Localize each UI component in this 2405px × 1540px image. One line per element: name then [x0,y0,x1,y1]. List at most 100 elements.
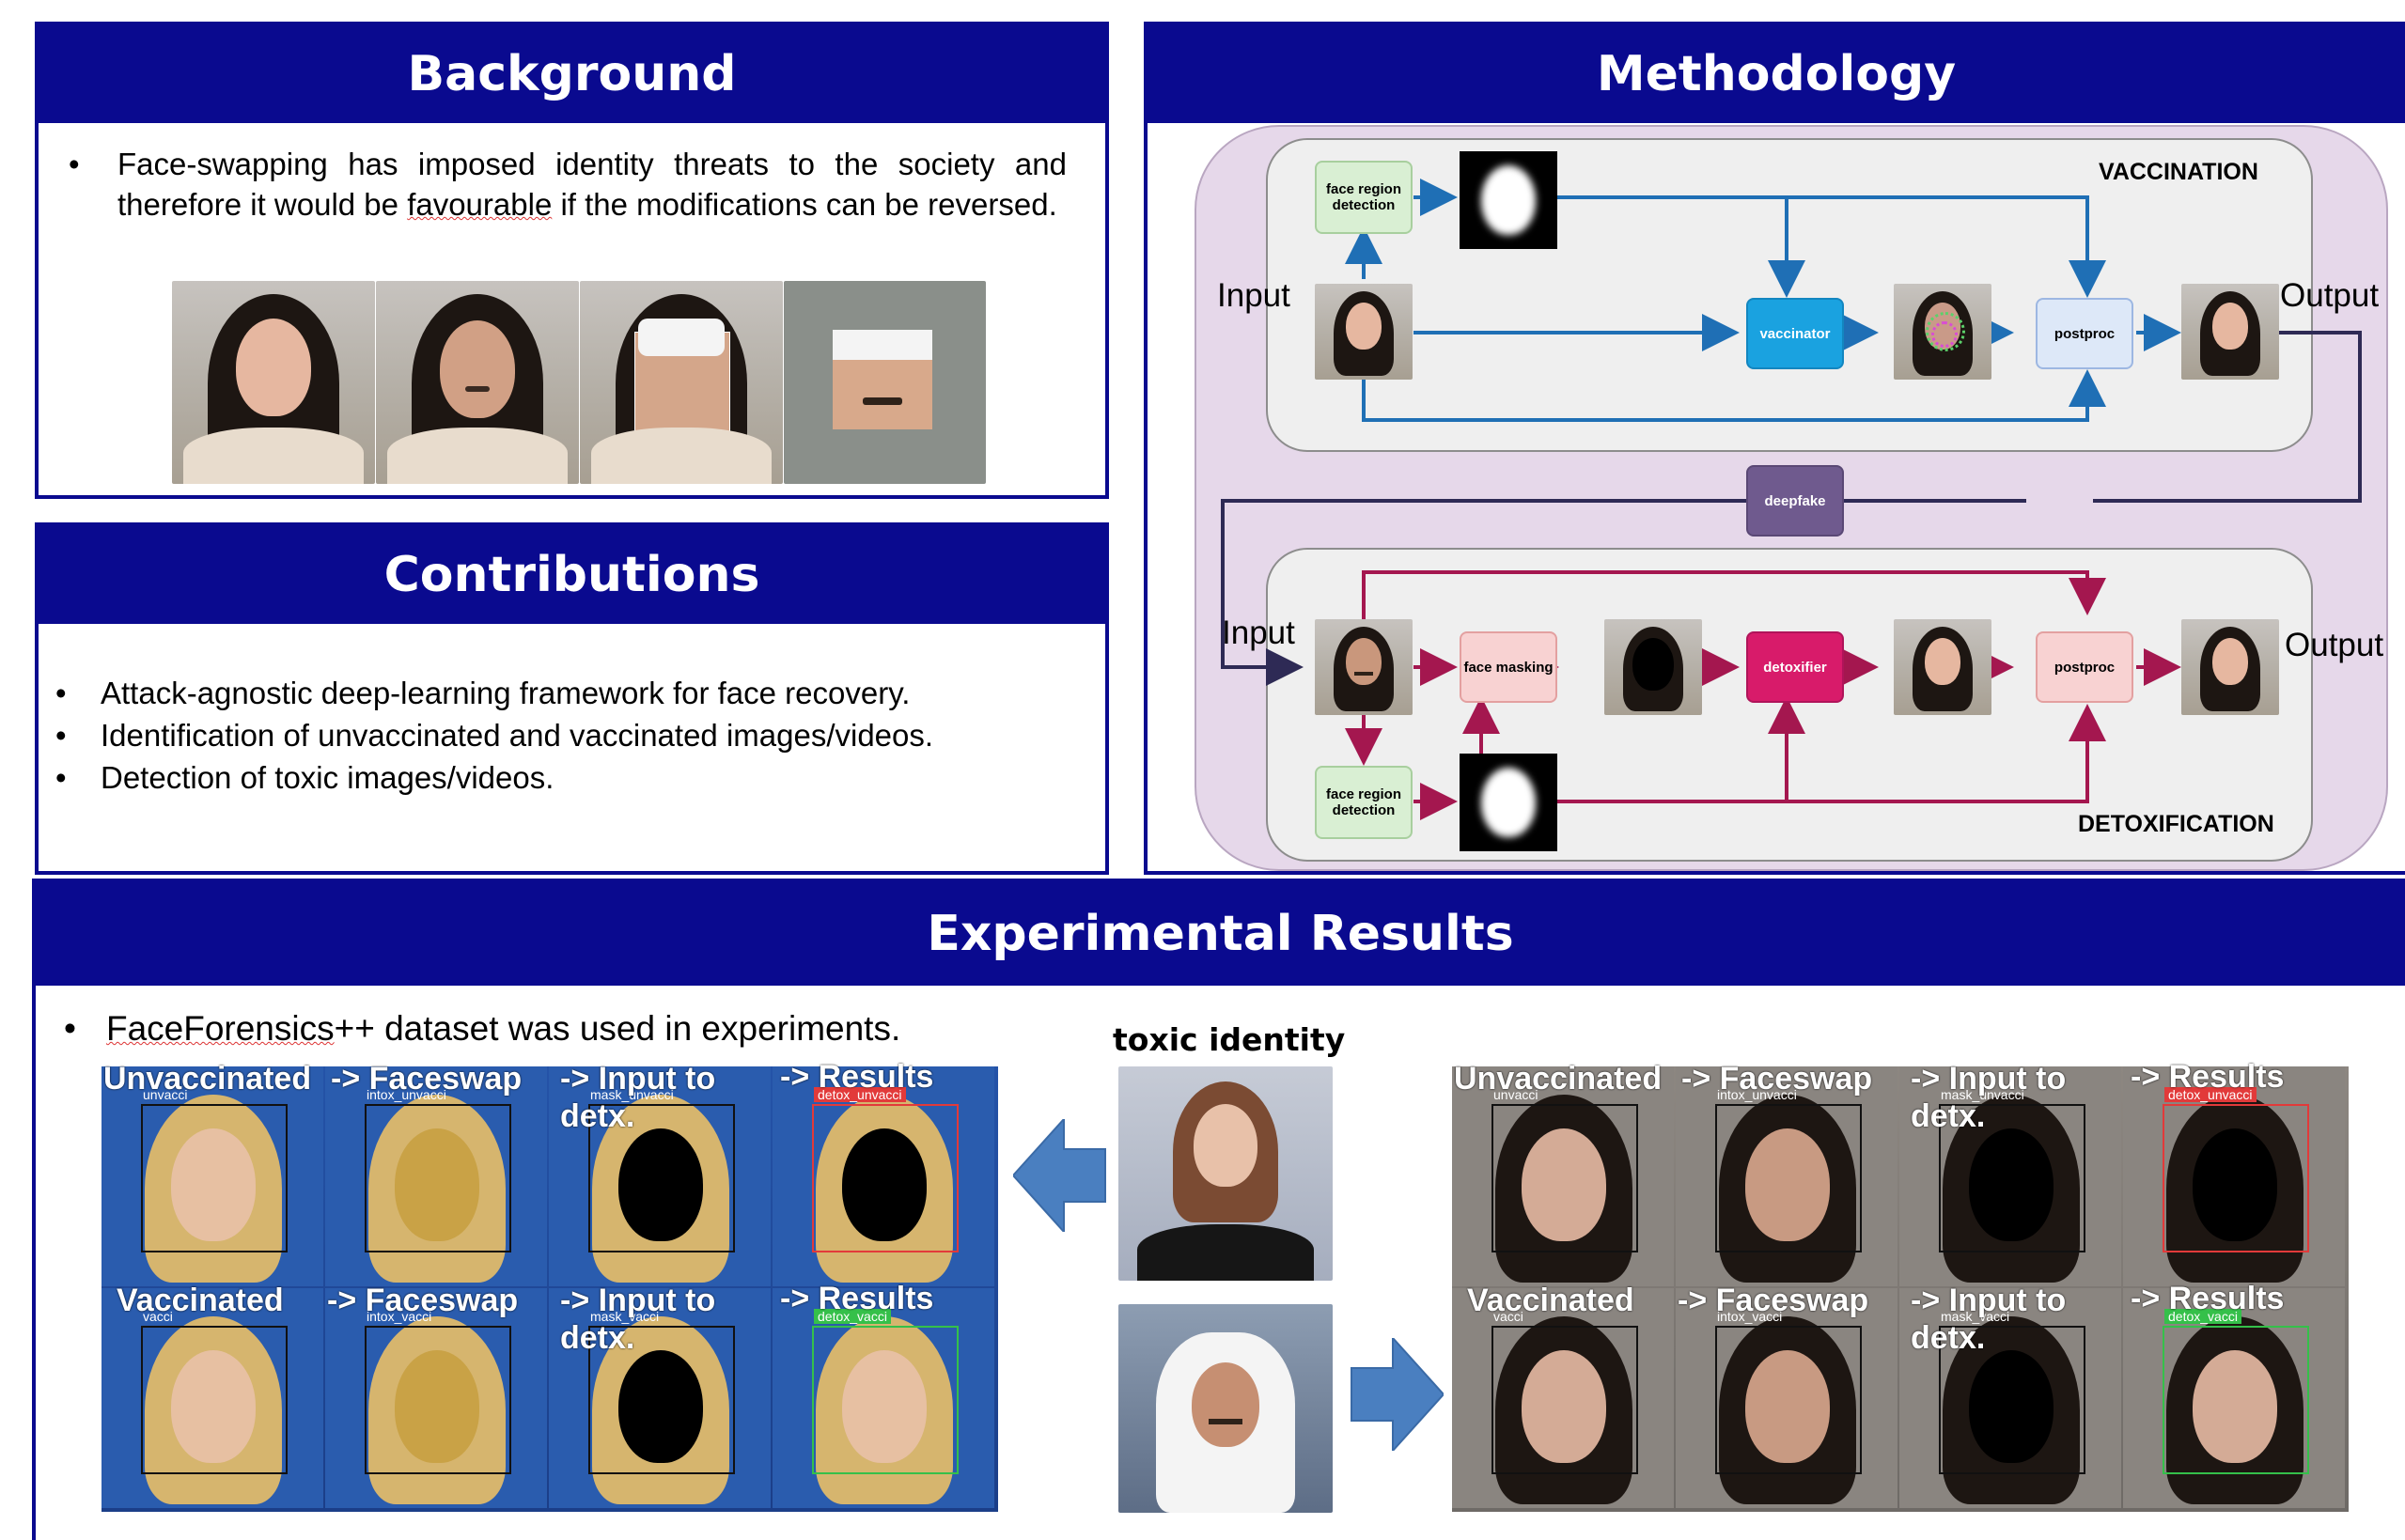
vaccinated-label: Vaccinated [1467,1283,1634,1318]
detection-bbox [812,1326,959,1474]
tile-small-label: mask_vacci [590,1309,660,1324]
faceswap-label: -> Faceswap [1678,1283,1869,1318]
vaccination-output-face [2181,284,2279,380]
vaccinated-label: Vaccinated [117,1283,284,1318]
vaccination-mask-image [1460,151,1557,249]
result-tile: intox_unvacci [1676,1066,1897,1286]
detection-bbox [588,1326,735,1474]
tile-small-label: mask_unvacci [1941,1087,2024,1102]
face-region-detection-node: face region detection [1315,161,1413,234]
faceswap-label: -> Faceswap [327,1283,519,1318]
methodology-panel: Methodology [1144,22,2405,875]
detox-output-face [2181,619,2279,715]
vaccination-postproc-node: postproc [2036,298,2133,369]
result-tile: mask_vacci [1899,1288,2121,1508]
tile-small-label: unvacci [143,1087,188,1102]
background-bullets: Face-swapping has imposed identity threa… [39,144,1091,225]
background-title: Background [39,25,1105,123]
result-tile: intox_unvacci [325,1066,547,1286]
detection-bbox [1715,1104,1862,1252]
contribution-item: Detection of toxic images/videos. [39,756,933,799]
result-tile: intox_vacci [1676,1288,1897,1508]
vaccination-input-face [1315,284,1413,380]
result-tile: mask_unvacci [549,1066,771,1286]
result-tile: detox_unvacci [773,1066,994,1286]
detoxification-label: DETOXIFICATION [2078,811,2274,837]
detection-bbox [1939,1326,2085,1474]
detection-bbox [141,1104,288,1252]
detoxified-face [1894,619,1991,715]
detection-bbox [1491,1104,1638,1252]
toxic-identity-sheikh-image [1118,1304,1333,1513]
detoxifier-node: detoxifier [1746,631,1844,703]
input-to-detx-label: -> Input to [560,1061,716,1097]
input-to-detx-label-2: detx. [1911,1098,1986,1134]
tile-small-label: intox_unvacci [1717,1087,1797,1102]
masked-face [1604,619,1702,715]
results-title: Experimental Results [36,882,2405,986]
detection-bbox [2163,1326,2309,1474]
toxic-identity-label: toxic identity [1113,1021,1346,1058]
vaccination-input-label: Input [1217,277,1290,314]
tile-small-label: vacci [1493,1309,1523,1324]
detection-bbox [1491,1326,1638,1474]
detection-bbox [812,1104,959,1252]
detection-bbox [1939,1104,2085,1252]
input-to-detx-label: -> Input to [560,1283,716,1318]
tile-small-label: detox_unvacci [814,1087,906,1102]
tile-small-label: detox_unvacci [2164,1087,2257,1102]
tile-small-label: mask_unvacci [590,1087,674,1102]
result-tile: vacci [102,1288,323,1508]
results-label: -> Results [2131,1281,2285,1316]
results-bullet: •FaceForensics++ dataset was used in exp… [64,1008,900,1050]
results-label: -> Results [2131,1059,2285,1095]
vaccination-label: VACCINATION [2099,159,2258,185]
results-label: -> Results [780,1059,934,1095]
pipeline-arrows [1221,179,2362,820]
vaccination-output-label: Output [2280,277,2380,314]
result-tile: detox_unvacci [2123,1066,2345,1286]
result-tile: unvacci [1452,1066,1674,1286]
tile-small-label: detox_vacci [2164,1309,2241,1324]
bullet-dot: • [64,1009,76,1048]
result-tile: detox_vacci [773,1288,994,1508]
input-to-detx-label: -> Input to [1911,1061,2067,1097]
pasted-face-image [580,281,783,484]
detox-input-label: Input [1222,614,1295,651]
input-to-detx-label: -> Input to [1911,1283,2067,1318]
faceswap-label: -> Faceswap [331,1061,523,1097]
input-to-detx-label-2: detx. [1911,1320,1986,1356]
left-arrow-icon [1013,1119,1106,1232]
contributions-list: Attack-agnostic deep-learning framework … [39,672,933,799]
result-tile: detox_vacci [2123,1288,2345,1508]
donor-face-crop [784,281,986,484]
vaccinator-node: vaccinator [1746,298,1844,369]
detox-output-label: Output [2285,627,2384,663]
result-tile: mask_vacci [549,1288,771,1508]
unvaccinated-label: Unvaccinated [1454,1061,1663,1097]
tile-small-label: intox_vacci [367,1309,432,1324]
face-masking-node: face masking [1460,631,1557,703]
faceswap-label: -> Faceswap [1681,1061,1873,1097]
results-label: -> Results [780,1281,934,1316]
background-text-2: if the modifications can be reversed. [552,187,1057,222]
result-tile: unvacci [102,1066,323,1286]
contribution-item: Identification of unvaccinated and vacci… [39,714,933,756]
tile-small-label: detox_vacci [814,1309,891,1324]
background-text-1: Face-swapping has imposed identity threa… [117,147,1067,222]
methodology-title: Methodology [1148,25,2405,123]
contribution-item: Attack-agnostic deep-learning framework … [39,672,933,714]
toxic-identity-anchor-image [1118,1066,1333,1281]
tile-small-label: unvacci [1493,1087,1538,1102]
input-to-detx-label-2: detx. [560,1320,635,1356]
detection-bbox [2163,1104,2309,1252]
background-panel: Background Face-swapping has imposed ide… [35,22,1109,499]
detox-postproc-node: postproc [2036,631,2133,703]
detection-bbox [365,1104,511,1252]
tile-small-label: vacci [143,1309,173,1324]
results-bullet-dataset: FaceForensics [105,1009,335,1048]
original-face-image [172,281,375,484]
detection-bbox [1715,1326,1862,1474]
detection-bbox [588,1104,735,1252]
right-arrow-icon [1351,1338,1444,1451]
